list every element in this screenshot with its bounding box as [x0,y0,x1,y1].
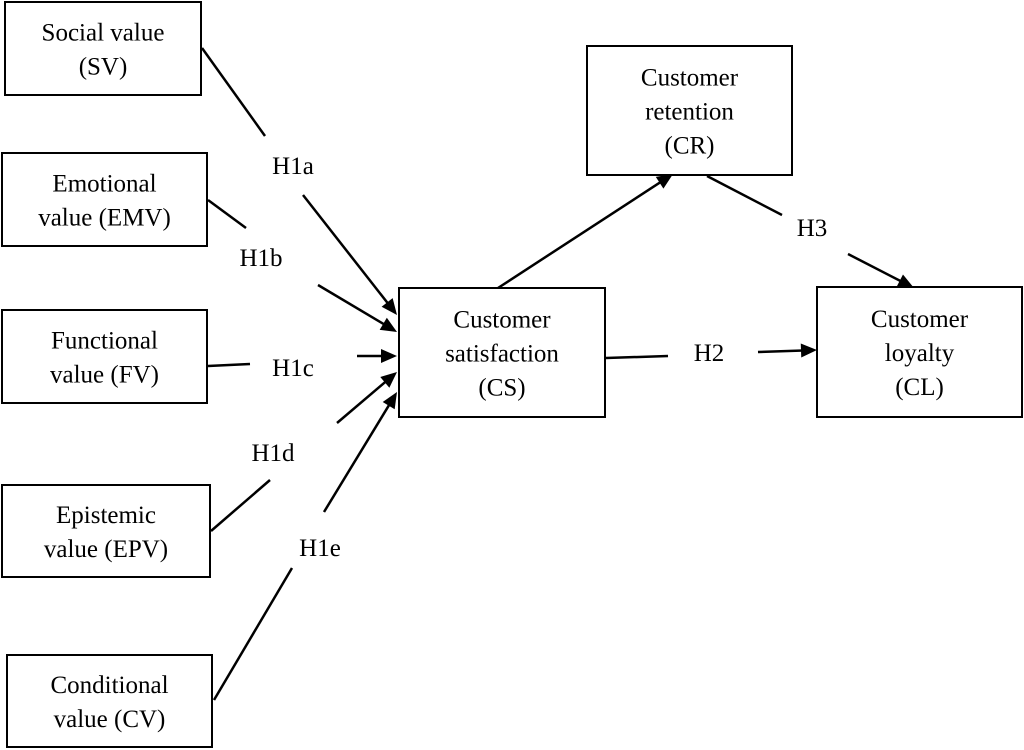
construct-box-epv: Epistemic value (EPV) [1,484,211,578]
edge-epv-to-cs [210,372,397,532]
edge-sv-cs-tail [200,47,267,137]
construct-label-cv-line-2: value (CV) [54,706,166,733]
edge-emv-cs-tail [207,198,247,230]
edge-cr-to-cl [706,174,914,288]
construct-frame-fv [1,309,208,404]
hypothesis-label-h1e: H1e [299,535,341,562]
construct-label-cs-line-2: satisfaction [445,341,559,368]
hypothesis-label-h1c: H1c [272,355,314,382]
construct-label-fv-line-2: value (FV) [50,362,159,389]
edge-epv-cs-tail [210,479,271,532]
arrowhead-epv-to-cs [380,372,397,388]
edge-cs-cl-tail [605,354,669,360]
construct-label-epv-line-1: Epistemic [56,502,156,529]
edge-cv-to-cs [212,392,397,701]
edge-cs-cr-head-line [497,178,666,290]
arrowhead-cs-to-cl [800,343,817,358]
edge-sv-to-cs [200,47,397,315]
construct-label-epv-line-2: value (EPV) [44,536,168,563]
edge-cv-cs-head-line [322,399,393,513]
construct-label-cv-line-1: Conditional [50,672,168,699]
edge-fv-cs-tail [207,362,251,368]
edge-cs-to-cl [605,343,817,360]
edge-epv-cs-head-line [336,377,391,424]
edge-fv-to-cs [207,349,397,368]
construct-label-emv-line-1: Emotional [52,171,156,198]
hypothesis-label-h1a: H1a [272,153,314,180]
hypothesis-label-h1d: H1d [251,440,295,467]
edge-cr-cl-tail [706,174,783,217]
edge-cs-to-cr [497,174,673,290]
arrowhead-cv-to-cs [382,392,397,410]
construct-box-cr: Customer retention (CR) [586,45,793,176]
hypothesis-label-h3: H3 [797,215,828,242]
construct-label-cs-line-3: (CS) [478,375,525,402]
construct-box-cv: Conditional value (CV) [6,654,213,748]
edges-layer [200,47,914,701]
arrowhead-sv-to-cs [381,298,397,315]
construct-box-cl: Customer loyalty (CL) [816,286,1023,418]
construct-label-sv-line-1: Social value [42,20,165,47]
construct-box-fv: Functional value (FV) [1,309,208,404]
construct-box-emv: Emotional value (EMV) [1,152,208,247]
edge-emv-to-cs [207,198,397,332]
construct-label-sv-line-2: (SV) [79,54,128,81]
construct-label-cs-line-1: Customer [453,307,551,334]
construct-frame-cs [398,287,606,418]
arrowhead-fv-to-cs [381,349,397,363]
construct-box-cs: Customer satisfaction (CS) [398,287,606,418]
construct-frame-epv [1,484,211,578]
construct-label-emv-line-2: value (EMV) [38,205,171,232]
hypothesis-label-h2: H2 [694,340,725,367]
construct-label-cl-line-1: Customer [871,306,969,333]
edge-cv-cs-tail [212,567,294,701]
construct-label-fv-line-1: Functional [51,328,158,355]
edge-cr-cl-head-line [847,252,906,285]
construct-frame-emv [1,152,208,247]
construct-label-cl-line-2: loyalty [885,340,955,367]
construct-frame-cl [816,286,1023,418]
construct-frame-sv [4,1,202,96]
edge-emv-cs-head-line [317,283,390,328]
construct-box-sv: Social value (SV) [4,1,202,96]
construct-frame-cv [6,654,213,748]
construct-label-cl-line-3: (CL) [895,374,944,401]
arrowhead-cs-to-cr [655,174,673,189]
arrowhead-cr-to-cl [896,274,914,288]
hypothesis-label-h1b: H1b [239,245,282,272]
construct-label-cr-line-2: retention [645,99,734,126]
arrowhead-emv-to-cs [379,317,397,332]
edge-cs-cl-head-line [757,349,808,354]
construct-label-cr-line-3: (CR) [665,133,715,160]
construct-label-cr-line-1: Customer [641,65,739,92]
construct-frame-cr [586,45,793,176]
edge-sv-cs-head-line [302,194,392,308]
